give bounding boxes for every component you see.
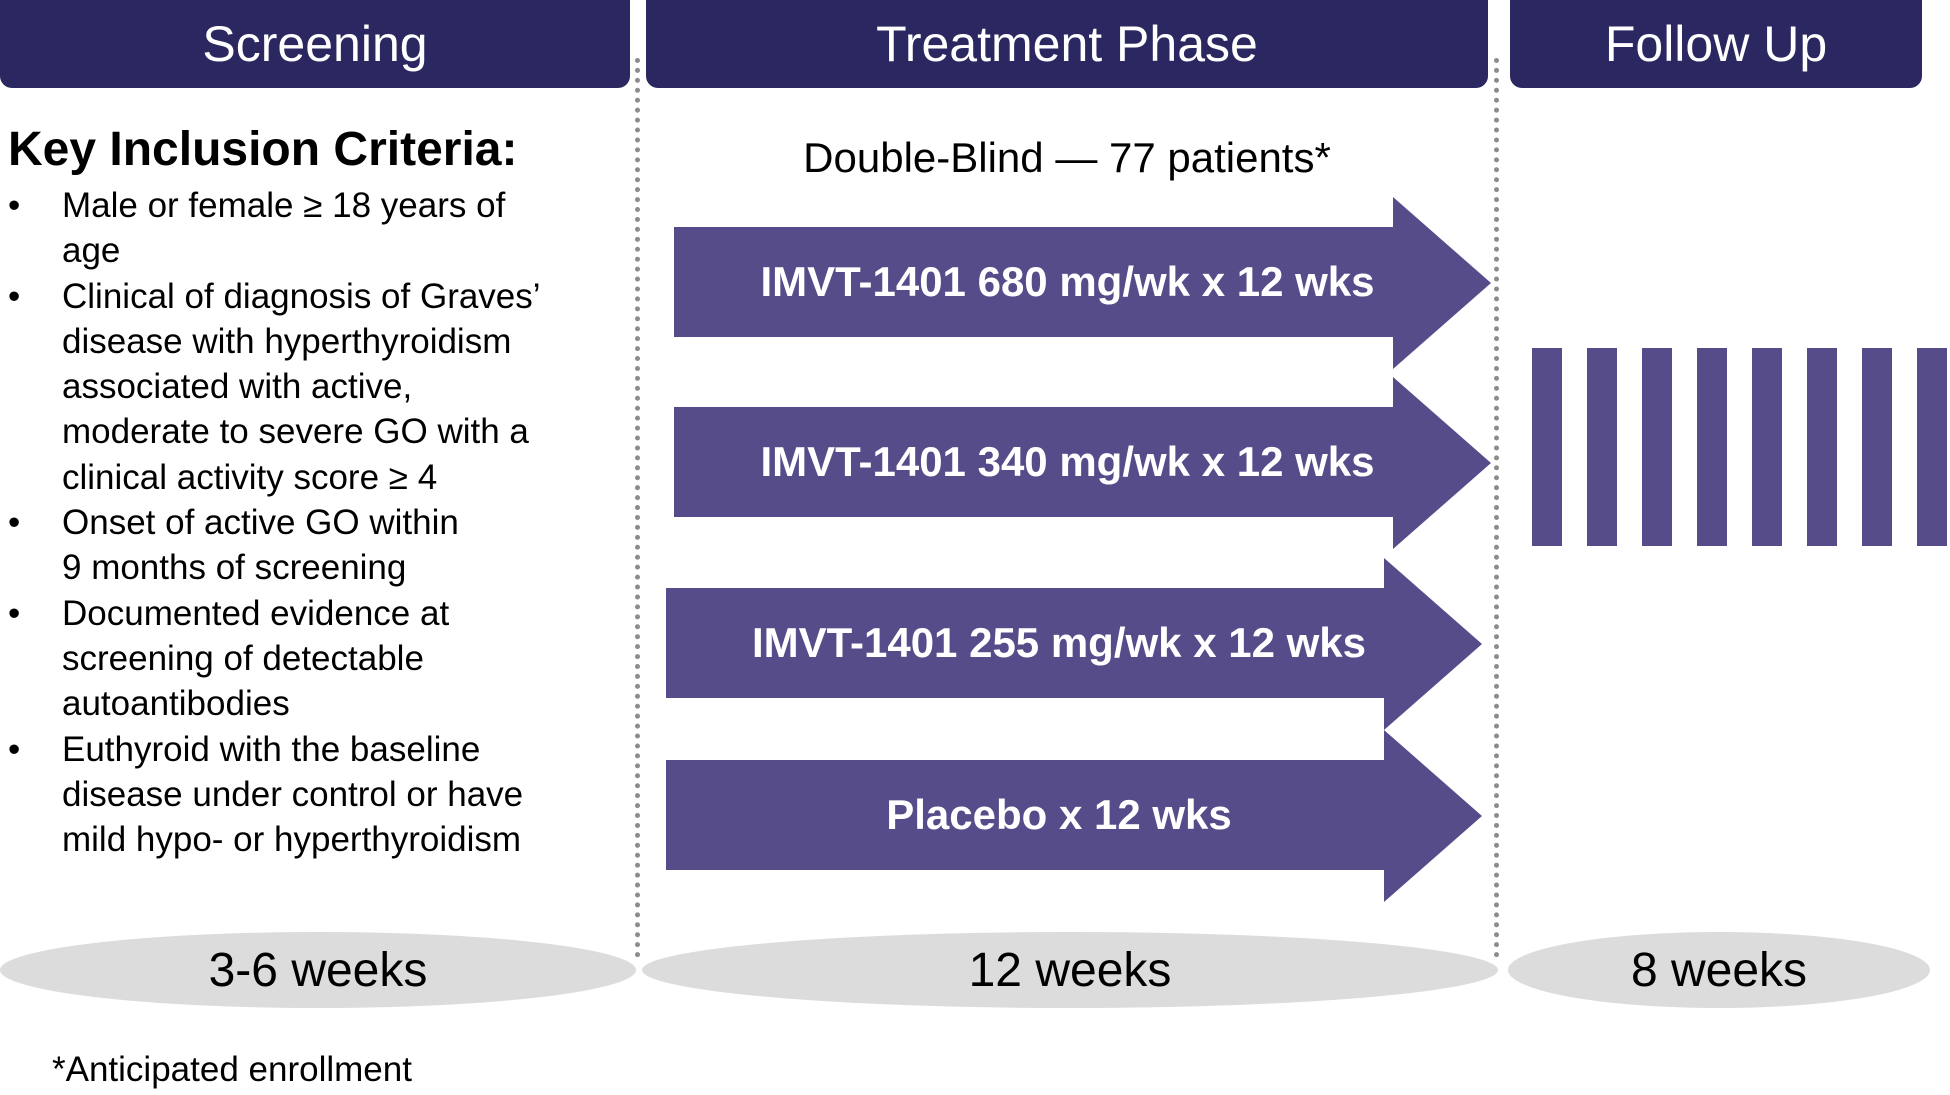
criteria-item-line: clinical activity score ≥ 4: [62, 457, 438, 497]
treatment-arm-label: IMVT-1401 340 mg/wk x 12 wks: [760, 438, 1375, 485]
follow-up-bar: [1532, 348, 1562, 546]
criteria-item-line: screening of detectable: [62, 638, 424, 678]
criteria-item: • Documented evidence at screening of dete…: [0, 591, 600, 727]
bullet-icon: •: [8, 729, 21, 769]
follow-up-bar: [1862, 348, 1892, 546]
arrow-shape: [666, 730, 1482, 902]
bullet-icon: •: [8, 276, 21, 316]
footnote: *Anticipated enrollment: [52, 1050, 412, 1089]
arrow-shape: [674, 197, 1491, 369]
criteria-item-line: autoantibodies: [62, 684, 290, 724]
phase-divider: [635, 58, 640, 958]
follow-up-bar: [1807, 348, 1837, 546]
treatment-arm-label: IMVT-1401 680 mg/wk x 12 wks: [760, 258, 1375, 305]
treatment-arm-arrow: IMVT-1401 680 mg/wk x 12 wks: [674, 197, 1491, 369]
follow-up-bar: [1587, 348, 1617, 546]
duration-follow-up: 8 weeks: [1508, 932, 1930, 1008]
treatment-arm-arrow: IMVT-1401 255 mg/wk x 12 wks: [666, 558, 1482, 730]
criteria-item-line: Euthyroid with the baseline: [62, 729, 481, 769]
duration-treatment: 12 weeks: [642, 932, 1498, 1008]
follow-up-bar: [1917, 348, 1947, 546]
criteria-item: • Clinical of diagnosis of Graves’ disease…: [0, 274, 600, 500]
criteria-item-line: disease with hyperthyroidism: [62, 321, 512, 361]
criteria-title: Key Inclusion Criteria:: [8, 123, 518, 176]
criteria-item: • Euthyroid with the baseline disease unde…: [0, 727, 600, 863]
arrow-shape: [666, 558, 1482, 730]
follow-up-bar: [1642, 348, 1672, 546]
criteria-item: • Male or female ≥ 18 years of age: [0, 183, 600, 274]
bullet-icon: •: [8, 186, 21, 225]
criteria-item-line: age: [62, 231, 121, 271]
criteria-item-line: associated with active,: [62, 367, 413, 407]
criteria-item-line: disease under control or have: [62, 774, 524, 814]
bullet-icon: •: [8, 593, 21, 633]
bullet-icon: •: [8, 503, 21, 543]
duration-screening: 3-6 weeks: [0, 932, 636, 1008]
phase-header-screening: Screening: [0, 0, 630, 88]
treatment-arm-arrow: Placebo x 12 wks: [666, 730, 1482, 902]
treatment-arm-label: Placebo x 12 wks: [886, 791, 1232, 838]
criteria-item: • Onset of active GO within 9 months of sc…: [0, 500, 600, 591]
criteria-item-line: mild hypo- or hyperthyroidism: [62, 820, 522, 860]
criteria-item-line: Male or female ≥ 18 years of: [62, 186, 506, 225]
arms-heading: Double-Blind — 77 patients*: [803, 134, 1331, 181]
criteria-list: • Male or female ≥ 18 years of age • Clinica…: [0, 183, 600, 862]
phase-header-treatment: Treatment Phase: [646, 0, 1488, 88]
criteria-item-line: Clinical of diagnosis of Graves’: [62, 276, 541, 316]
criteria-item-line: Documented evidence at: [62, 593, 450, 633]
treatment-arm-arrow: IMVT-1401 340 mg/wk x 12 wks: [674, 377, 1491, 549]
follow-up-bar: [1697, 348, 1727, 546]
phase-divider: [1494, 58, 1499, 958]
criteria-item-line: Onset of active GO within: [62, 503, 459, 543]
arrow-shape: [674, 377, 1491, 549]
criteria-item-line: 9 months of screening: [62, 548, 407, 588]
phase-header-follow-up: Follow Up: [1510, 0, 1922, 88]
follow-up-bar: [1752, 348, 1782, 546]
treatment-arm-label: IMVT-1401 255 mg/wk x 12 wks: [751, 619, 1366, 666]
criteria-item-line: moderate to severe GO with a: [62, 412, 529, 452]
